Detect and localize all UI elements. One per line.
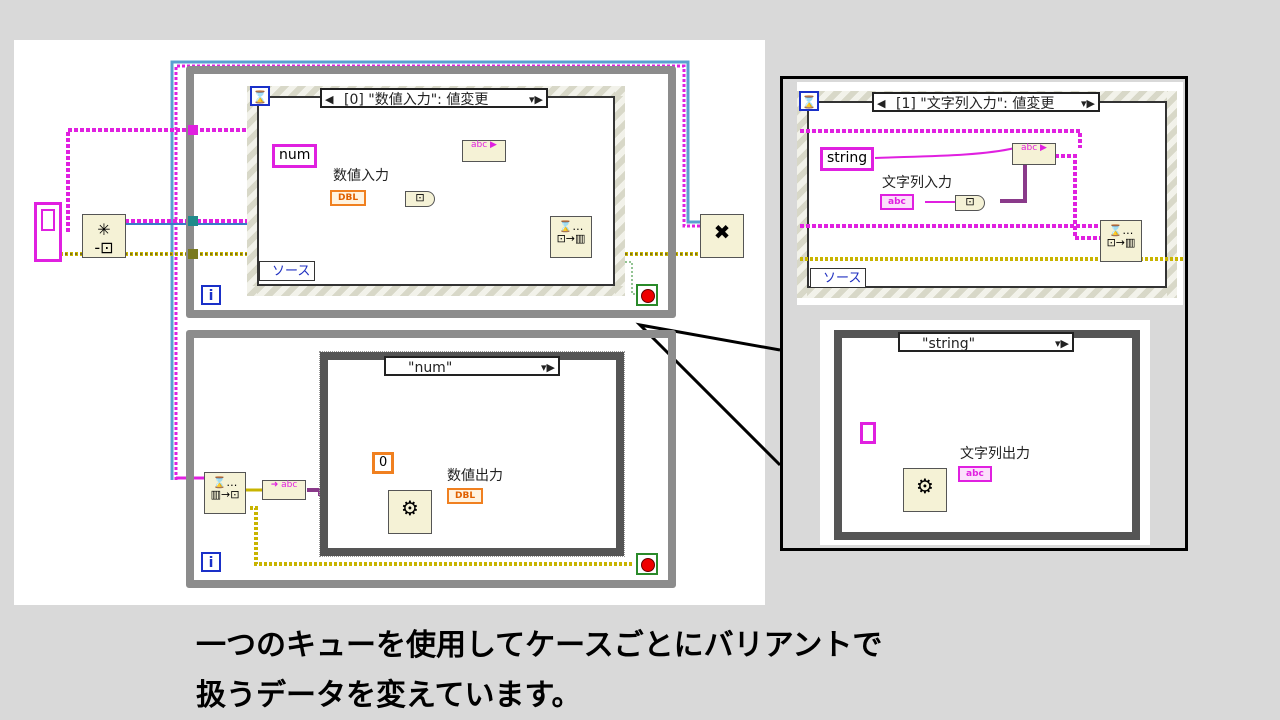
empty-string-constant[interactable]	[860, 422, 876, 444]
dequeue-element-node[interactable]: ⌛…▥→⊡	[204, 472, 246, 514]
string-constant[interactable]: string	[820, 147, 875, 171]
bundle-node[interactable]: abc ▶	[462, 140, 506, 162]
tunnel-error	[188, 249, 198, 259]
event-case-label: [0] "数値入力": 値変更	[344, 92, 489, 108]
event-case-selector[interactable]: ◀ [0] "数値入力": 値変更 ▾▶	[320, 88, 548, 108]
case-selector[interactable]: "num" ▾▶	[384, 356, 560, 376]
num-string-constant[interactable]: num	[272, 144, 318, 168]
callout-pointer	[635, 322, 782, 467]
string-output-label: 文字列出力	[960, 446, 1030, 462]
case-structure	[319, 351, 625, 557]
stop-button-terminal[interactable]	[636, 284, 658, 306]
callout-prev-case-icon[interactable]: ◀	[877, 97, 886, 110]
release-queue-node[interactable]: ✖	[700, 214, 744, 258]
caption-line-2: 扱うデータを変えています。	[196, 678, 582, 713]
numeric-output-terminal: DBL	[447, 488, 484, 504]
callout-event-case-label: [1] "文字列入力": 値変更	[896, 96, 1055, 112]
stop-terminal-bottom[interactable]	[636, 553, 658, 575]
prev-case-icon[interactable]: ◀	[325, 93, 334, 106]
callout-event-source-node: ソース	[810, 268, 867, 288]
tunnel-pink	[188, 125, 198, 135]
unbundle-node[interactable]: ➜ abc	[262, 480, 306, 500]
next-case-icon[interactable]: ▾▶	[529, 93, 543, 106]
caption-line-1: 一つのキューを使用してケースごとにバリアントで	[196, 628, 883, 663]
top-while-loop	[186, 66, 676, 318]
callout-enqueue-node[interactable]: ⌛…⊡→▥	[1100, 220, 1142, 262]
callout-next-case-icon[interactable]: ▾▶	[1081, 97, 1095, 110]
callout-bundle-node[interactable]: abc ▶	[1012, 143, 1056, 165]
case-dropdown-icon[interactable]: ▾▶	[541, 361, 555, 374]
callout-case-selector[interactable]: "string" ▾▶	[898, 332, 1074, 352]
callout-case-selector-label: "string"	[922, 336, 976, 352]
callout-variant-to-data-node[interactable]: ⚙	[903, 468, 947, 512]
event-source-node: ソース	[259, 261, 316, 281]
zero-constant[interactable]: 0	[372, 452, 395, 474]
to-variant-node[interactable]: ⊡	[405, 191, 435, 207]
callout-case-dropdown-icon[interactable]: ▾▶	[1055, 337, 1069, 350]
case-selector-label: "num"	[408, 360, 453, 376]
numeric-output-label: 数値出力	[447, 468, 503, 484]
obtain-queue-node[interactable]: ✳-⊡	[82, 214, 126, 258]
string-input-label: 文字列入力	[882, 175, 952, 191]
bottom-while-loop	[186, 330, 676, 588]
callout-event-case-selector[interactable]: ◀ [1] "文字列入力": 値変更 ▾▶	[872, 92, 1100, 112]
event-timeout-icon: ⌛	[250, 86, 270, 106]
string-output-terminal: abc	[958, 466, 992, 482]
callout-to-variant-node[interactable]: ⊡	[955, 195, 985, 211]
numeric-input-label: 数値入力	[333, 168, 389, 184]
variant-to-data-node[interactable]: ⚙	[388, 490, 432, 534]
string-input-terminal[interactable]: abc	[880, 194, 914, 210]
tunnel-queue	[188, 216, 198, 226]
queue-ref-wire	[170, 60, 700, 480]
callout-event-timeout-icon: ⌛	[799, 91, 819, 111]
numeric-input-terminal[interactable]: DBL	[330, 190, 367, 206]
enqueue-element-node[interactable]: ⌛…⊡→▥	[550, 216, 592, 258]
iteration-terminal-bottom: i	[201, 552, 221, 572]
callout-case-structure	[834, 330, 1140, 540]
iteration-terminal: i	[201, 285, 221, 305]
event-registration-terminal	[34, 202, 62, 262]
